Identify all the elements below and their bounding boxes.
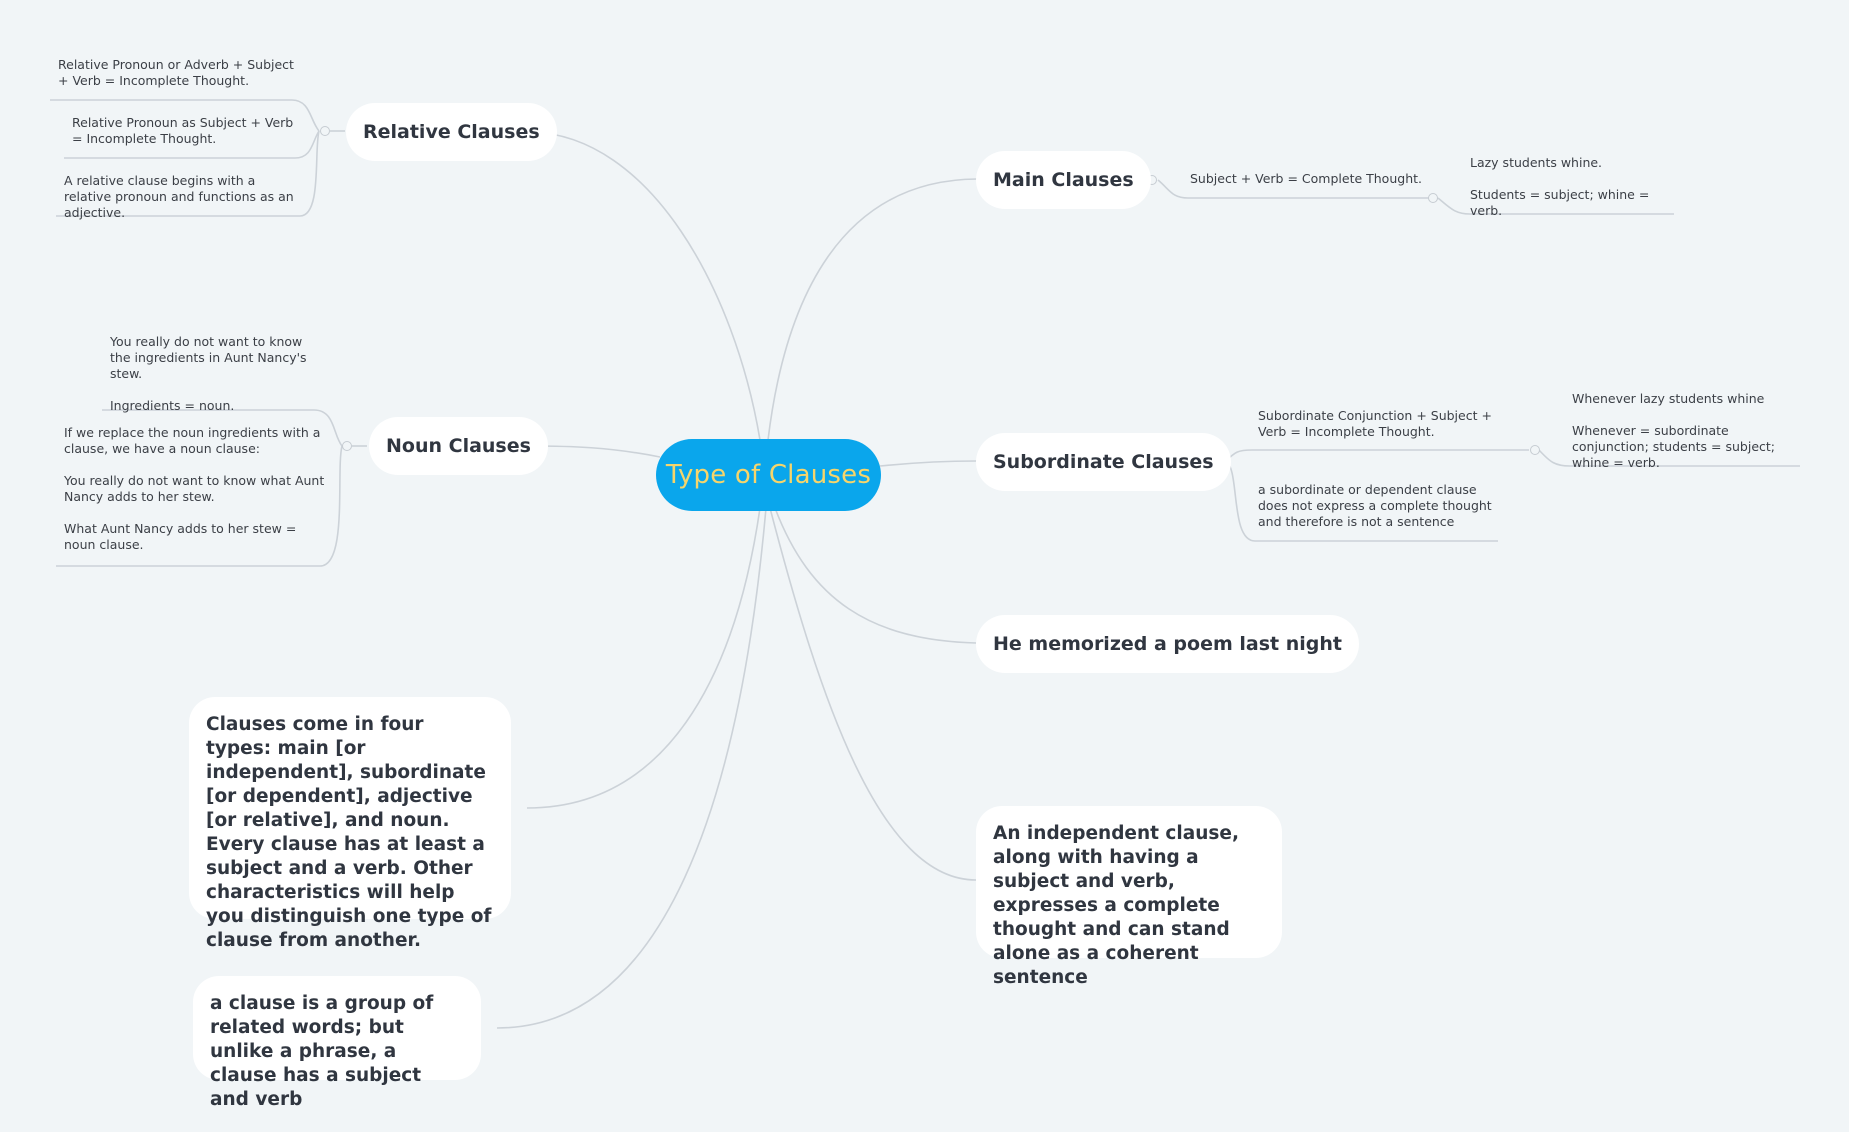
- link-clause-definition: [496, 507, 767, 1029]
- main-clauses-example[interactable]: Lazy students whine. Students = subject;…: [1470, 155, 1650, 218]
- topic-main-clauses[interactable]: Main Clauses: [976, 151, 1151, 209]
- branch-hub[interactable]: [320, 126, 330, 136]
- topic-relative-clauses[interactable]: Relative Clauses: [346, 103, 557, 161]
- topic-example-sentence[interactable]: He memorized a poem last night: [976, 615, 1359, 673]
- branch-hub[interactable]: [1530, 445, 1540, 455]
- subordinate-clauses-definition[interactable]: a subordinate or dependent clause does n…: [1258, 482, 1492, 529]
- main-clauses-formula[interactable]: Subject + Verb = Complete Thought.: [1190, 171, 1422, 186]
- relative-clauses-formula-2[interactable]: Relative Pronoun as Subject + Verb = Inc…: [72, 115, 294, 146]
- branch-hub[interactable]: [342, 441, 352, 451]
- topic-noun-clauses[interactable]: Noun Clauses: [369, 417, 548, 475]
- topic-subordinate-clauses[interactable]: Subordinate Clauses: [976, 433, 1231, 491]
- topic-clause-definition[interactable]: a clause is a group of related words; bu…: [193, 976, 481, 1110]
- topic-independent-note[interactable]: An independent clause, along with having…: [976, 806, 1282, 988]
- link-four-types-note: [526, 507, 761, 809]
- subordinate-clauses-formula[interactable]: Subordinate Conjunction + Subject + Verb…: [1258, 408, 1492, 439]
- relative-clauses-formula-1[interactable]: Relative Pronoun or Adverb + Subject + V…: [58, 57, 294, 88]
- link-example-sentence: [774, 507, 977, 644]
- subordinate-clauses-example[interactable]: Whenever lazy students whine Whenever = …: [1572, 391, 1775, 470]
- link-independent-note: [769, 507, 977, 881]
- relative-clauses-definition[interactable]: A relative clause begins with a relative…: [64, 173, 294, 220]
- link-relative-clauses: [530, 131, 761, 441]
- branch-hub[interactable]: [1428, 193, 1438, 203]
- link-noun-clauses: [529, 445, 661, 458]
- topic-four-types-note[interactable]: Clauses come in four types: main [or ind…: [189, 697, 511, 951]
- link-subordinate-clauses: [879, 460, 977, 467]
- noun-clauses-example-2[interactable]: If we replace the noun ingredients with …: [64, 425, 325, 552]
- link-main-clauses: [767, 178, 978, 441]
- noun-clauses-example-1[interactable]: You really do not want to know the ingre…: [110, 334, 307, 413]
- central-topic[interactable]: Type of Clauses: [656, 439, 881, 511]
